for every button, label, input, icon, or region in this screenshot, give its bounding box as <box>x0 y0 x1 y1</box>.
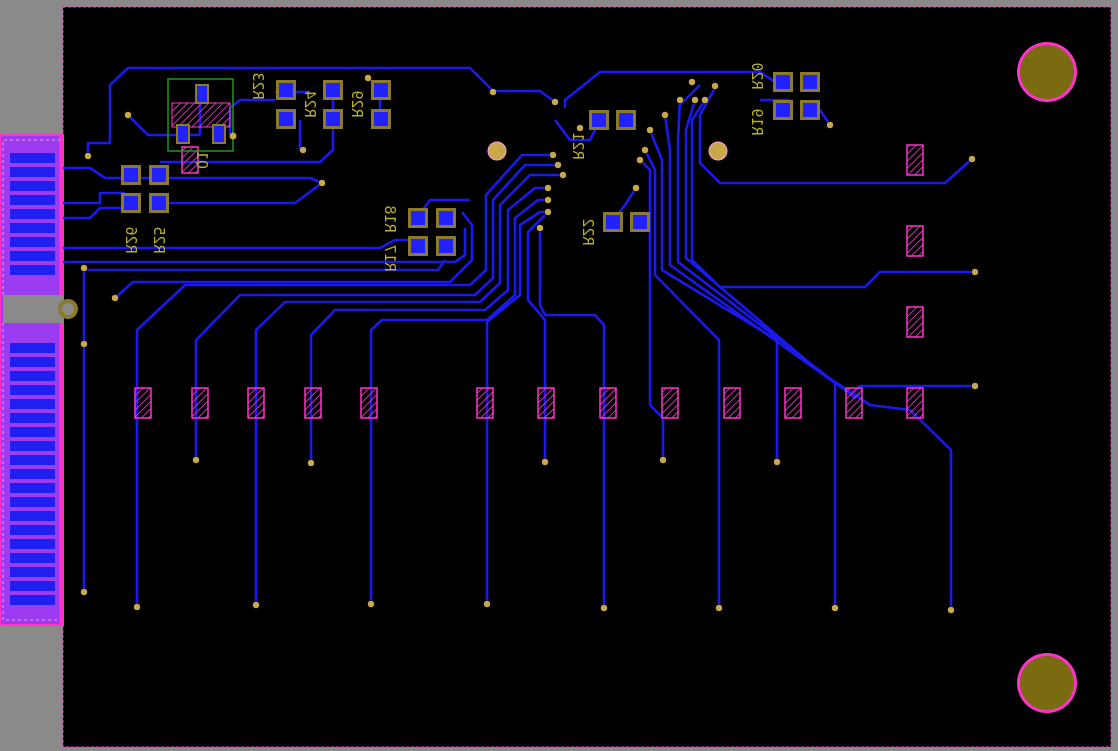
label-r25: R25 <box>150 226 168 253</box>
silkscreen-labels: R23 R24 R29 Q1 R26 R25 R18 R17 R21 R22 R… <box>122 62 766 271</box>
fiducial-left <box>487 141 507 161</box>
edge-connector <box>0 134 78 626</box>
label-r17: R17 <box>381 244 399 271</box>
q1-footprint <box>167 78 237 152</box>
vias <box>80 74 979 614</box>
label-r21: R21 <box>569 132 587 159</box>
fiducial-right <box>708 141 728 161</box>
label-r24: R24 <box>301 90 319 117</box>
mounting-hole-bottom <box>1017 653 1077 713</box>
test-pads <box>134 144 924 419</box>
label-r23: R23 <box>249 72 267 99</box>
resistor-pads <box>121 72 820 256</box>
label-r22: R22 <box>579 218 597 245</box>
label-r20: R20 <box>748 62 766 89</box>
label-r29: R29 <box>348 90 366 117</box>
label-r18: R18 <box>381 205 399 232</box>
label-r26: R26 <box>122 226 140 253</box>
traces <box>63 66 975 610</box>
mounting-hole-top <box>1017 42 1077 102</box>
label-q1: Q1 <box>193 151 211 169</box>
board-area <box>63 7 1111 747</box>
label-r19: R19 <box>748 108 766 135</box>
